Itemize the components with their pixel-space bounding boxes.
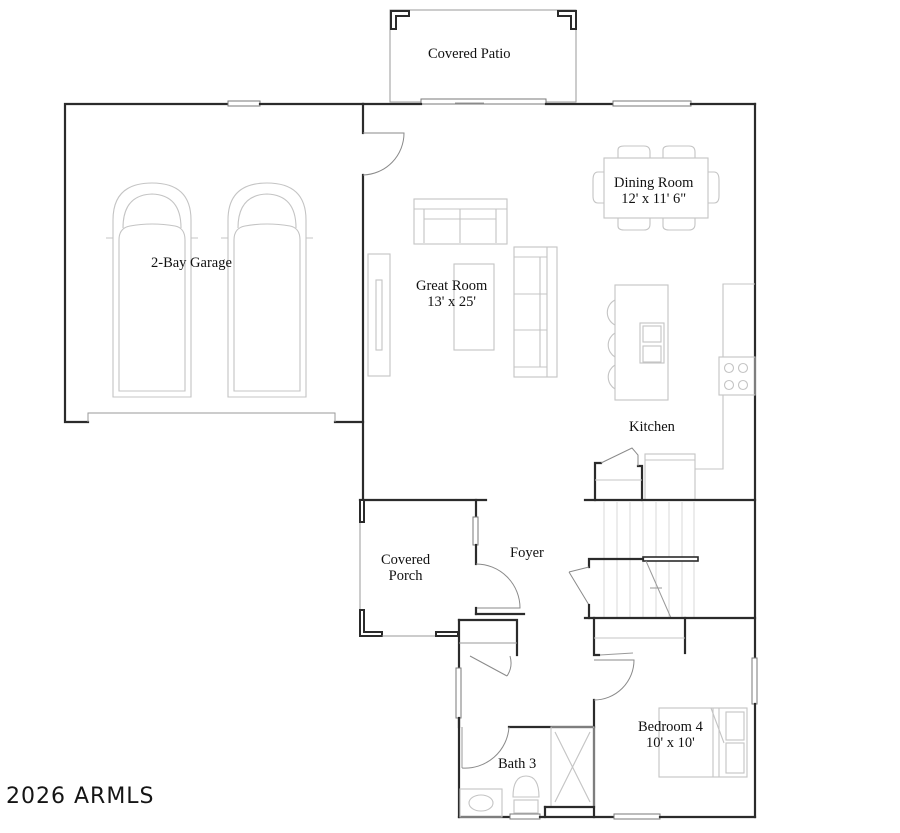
sink-icon: [459, 788, 503, 818]
main-walls: [358, 100, 758, 820]
bed-icon: [658, 707, 748, 778]
garage-area: [63, 100, 365, 424]
watermark: 2026 ARMLS: [6, 784, 155, 809]
sofa-icon: [513, 246, 558, 378]
coffee-table-icon: [453, 263, 495, 351]
stairs-icon: [568, 502, 757, 620]
car-icon: [221, 182, 313, 398]
car-icon: [106, 182, 198, 398]
bath-walls: [461, 725, 596, 819]
bedroom-closet: [592, 616, 687, 657]
kitchen-island-icon: [606, 284, 669, 401]
dining-table-icon: [592, 145, 720, 231]
sofa-icon: [413, 198, 508, 245]
toilet-icon: [512, 775, 540, 814]
kitchen-counter-icon: [644, 283, 756, 501]
covered-patio-area: [389, 9, 577, 105]
tv-console-icon: [367, 253, 391, 377]
pantry-icon: [593, 447, 644, 502]
